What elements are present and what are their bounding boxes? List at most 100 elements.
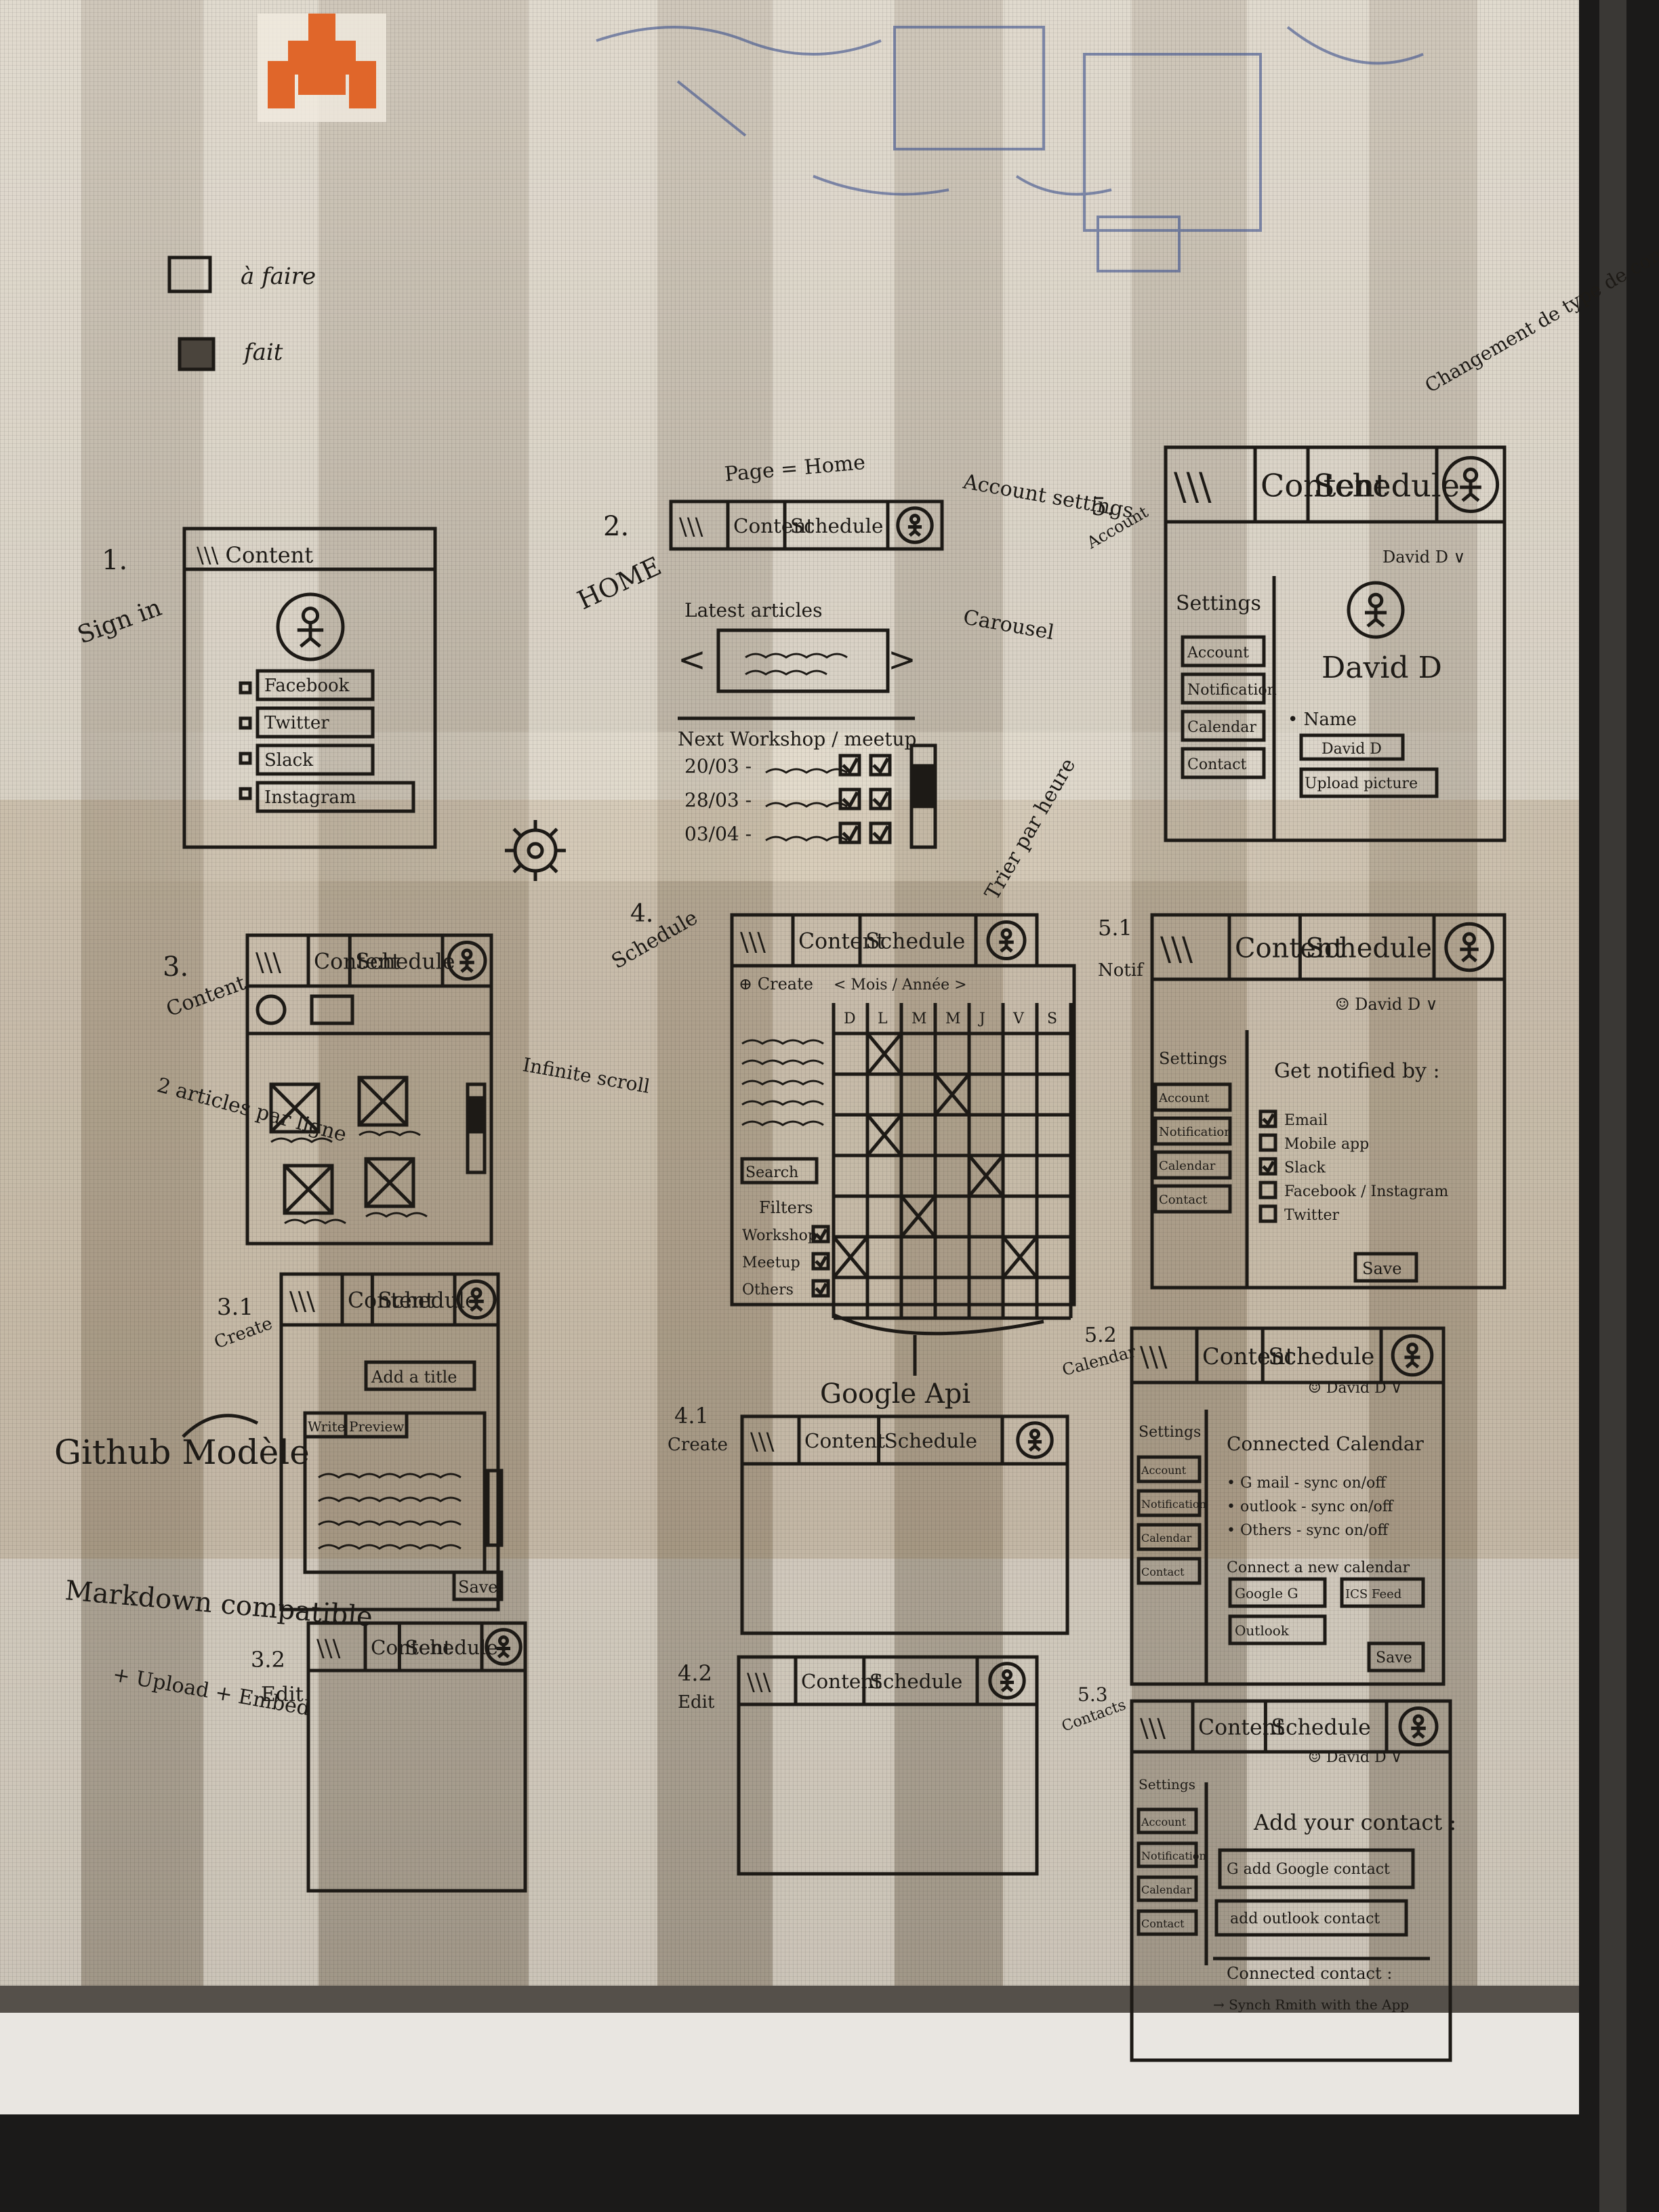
s52-button-label-2: Outlook: [1235, 1622, 1290, 1639]
s2-date-1: 28/03 -: [684, 789, 752, 811]
s2-date-2: 03/04 -: [684, 823, 752, 845]
avatar-body: [999, 938, 1014, 953]
avatar-head: [470, 1287, 483, 1299]
s4-event-4: [900, 1195, 937, 1238]
s4-menu-icon: \\\: [740, 927, 766, 957]
s4-event-6: [832, 1235, 869, 1279]
s2-menu-icon: \\\: [679, 514, 703, 541]
avatar-body: [1411, 1724, 1426, 1739]
s51-name: Notif: [1098, 960, 1145, 981]
avatar-head: [1462, 467, 1479, 483]
avatar-head: [1001, 1669, 1013, 1681]
s51-save-label: Save: [1362, 1259, 1402, 1278]
s4-event-3: [968, 1154, 1004, 1197]
s5-body: [1164, 520, 1507, 842]
s53-menu-label-2: Calendar: [1141, 1883, 1191, 1896]
window-sill: [0, 2013, 1599, 2114]
s2-check-a: [838, 821, 861, 844]
s5-menu-label-1: Notification: [1187, 682, 1277, 699]
s32-account-icon: [485, 1628, 523, 1666]
s31-note-github: Github Modèle: [54, 1433, 310, 1472]
s52-tab-content: Content: [1202, 1343, 1295, 1370]
avatar-body: [907, 523, 922, 537]
s31-account-icon: [456, 1279, 497, 1319]
s4-search: [740, 1157, 819, 1185]
s5-menu-label-2: Calendar: [1187, 719, 1256, 736]
s53-heading: Add your contact :: [1253, 1809, 1456, 1835]
s4-search-label: Search: [745, 1164, 798, 1181]
s52-menu-label-1: Notification: [1141, 1498, 1206, 1511]
s2-section2: Next Workshop / meetup: [678, 728, 916, 750]
s1-button-3: [255, 781, 415, 813]
s53-menu-label-3: Contact: [1141, 1917, 1185, 1930]
s2-tab-schedule: Schedule: [790, 514, 883, 537]
s5-menu-3: [1181, 747, 1266, 779]
s3-number: 3.: [163, 951, 188, 983]
s51-settings: Settings: [1159, 1049, 1227, 1068]
s31-menu-icon: \\\: [289, 1286, 315, 1316]
s2-scroll-thumb: [909, 764, 937, 808]
s5-field-input: [1299, 733, 1405, 761]
api-arrow: [832, 1313, 1044, 1376]
s52-settings: Settings: [1139, 1424, 1201, 1441]
s2-date-0: 20/03 -: [684, 755, 752, 777]
s3-account-icon: [447, 941, 487, 981]
s52-menu-icon: \\\: [1140, 1342, 1168, 1373]
s52-menu-label-3: Contact: [1141, 1565, 1185, 1578]
wireframe-sketches: \\\ ContentFacebookTwitterSlackInstagram…: [182, 445, 1507, 2062]
s31-preview-label: Preview: [349, 1418, 405, 1435]
s41-body: [740, 1462, 1069, 1635]
s53-menu-0: [1136, 1807, 1198, 1835]
s1-button-2: [255, 743, 375, 776]
s51-account-icon: [1444, 922, 1494, 972]
s53-menu-2: [1136, 1875, 1198, 1902]
s52-menu-0: [1136, 1455, 1202, 1483]
s1-frame: [182, 527, 437, 849]
s4-day-5: V: [1012, 1010, 1025, 1027]
s4-filter-check-0: [811, 1225, 830, 1244]
s2-tab-content: Content: [733, 514, 814, 537]
s1-button-label-3: Instagram: [264, 787, 356, 808]
s51-menu-icon: \\\: [1160, 931, 1193, 968]
avatar-body: [469, 1297, 484, 1312]
s41-number: 4.1: [674, 1403, 709, 1429]
s42-name: Edit: [678, 1692, 715, 1713]
s53-body: [1130, 1750, 1452, 2062]
s4-filter-0: Workshop: [742, 1227, 817, 1244]
bottom-rail: [0, 1986, 1599, 2013]
s3-body: [245, 984, 493, 1246]
s4-create: ⊕ Create: [739, 975, 813, 994]
s51-body: [1150, 977, 1507, 1290]
s42-number: 4.2: [678, 1660, 712, 1686]
avatar-body: [459, 958, 474, 973]
s2-carousel-prev: <: [678, 640, 706, 679]
s5-number: 5.: [1091, 493, 1114, 521]
s31-scroll: [486, 1469, 504, 1547]
s52-button-label-1: ICS Feed: [1345, 1587, 1401, 1601]
s4-filter-check-1: [811, 1252, 830, 1271]
s53-menu-label-0: Account: [1141, 1816, 1187, 1828]
s52-menu-label-0: Account: [1141, 1464, 1187, 1477]
s31-write-label: Write: [308, 1418, 346, 1435]
s42-account-icon: [988, 1662, 1026, 1700]
s2-number: 2.: [603, 511, 629, 542]
s51-option-2: Slack: [1284, 1160, 1326, 1176]
s5-field-value: David D: [1322, 741, 1382, 758]
s2-check-a: [838, 754, 861, 777]
s1-bullet: [239, 681, 252, 695]
avatar-body: [496, 1645, 511, 1659]
s52-item-1: • outlook - sync on/off: [1227, 1498, 1394, 1515]
avatar-head: [1412, 1714, 1425, 1726]
avatar-body: [1460, 482, 1481, 502]
s53-tab-schedule: Schedule: [1271, 1716, 1370, 1740]
s52-button-0: [1228, 1577, 1327, 1608]
window-frame-bottom: [0, 2114, 1659, 2212]
s5-avatar-icon: [1347, 581, 1405, 639]
s4-account-icon: [986, 920, 1027, 960]
s4-day-1: L: [878, 1010, 888, 1027]
avatar-head: [1029, 1429, 1041, 1440]
